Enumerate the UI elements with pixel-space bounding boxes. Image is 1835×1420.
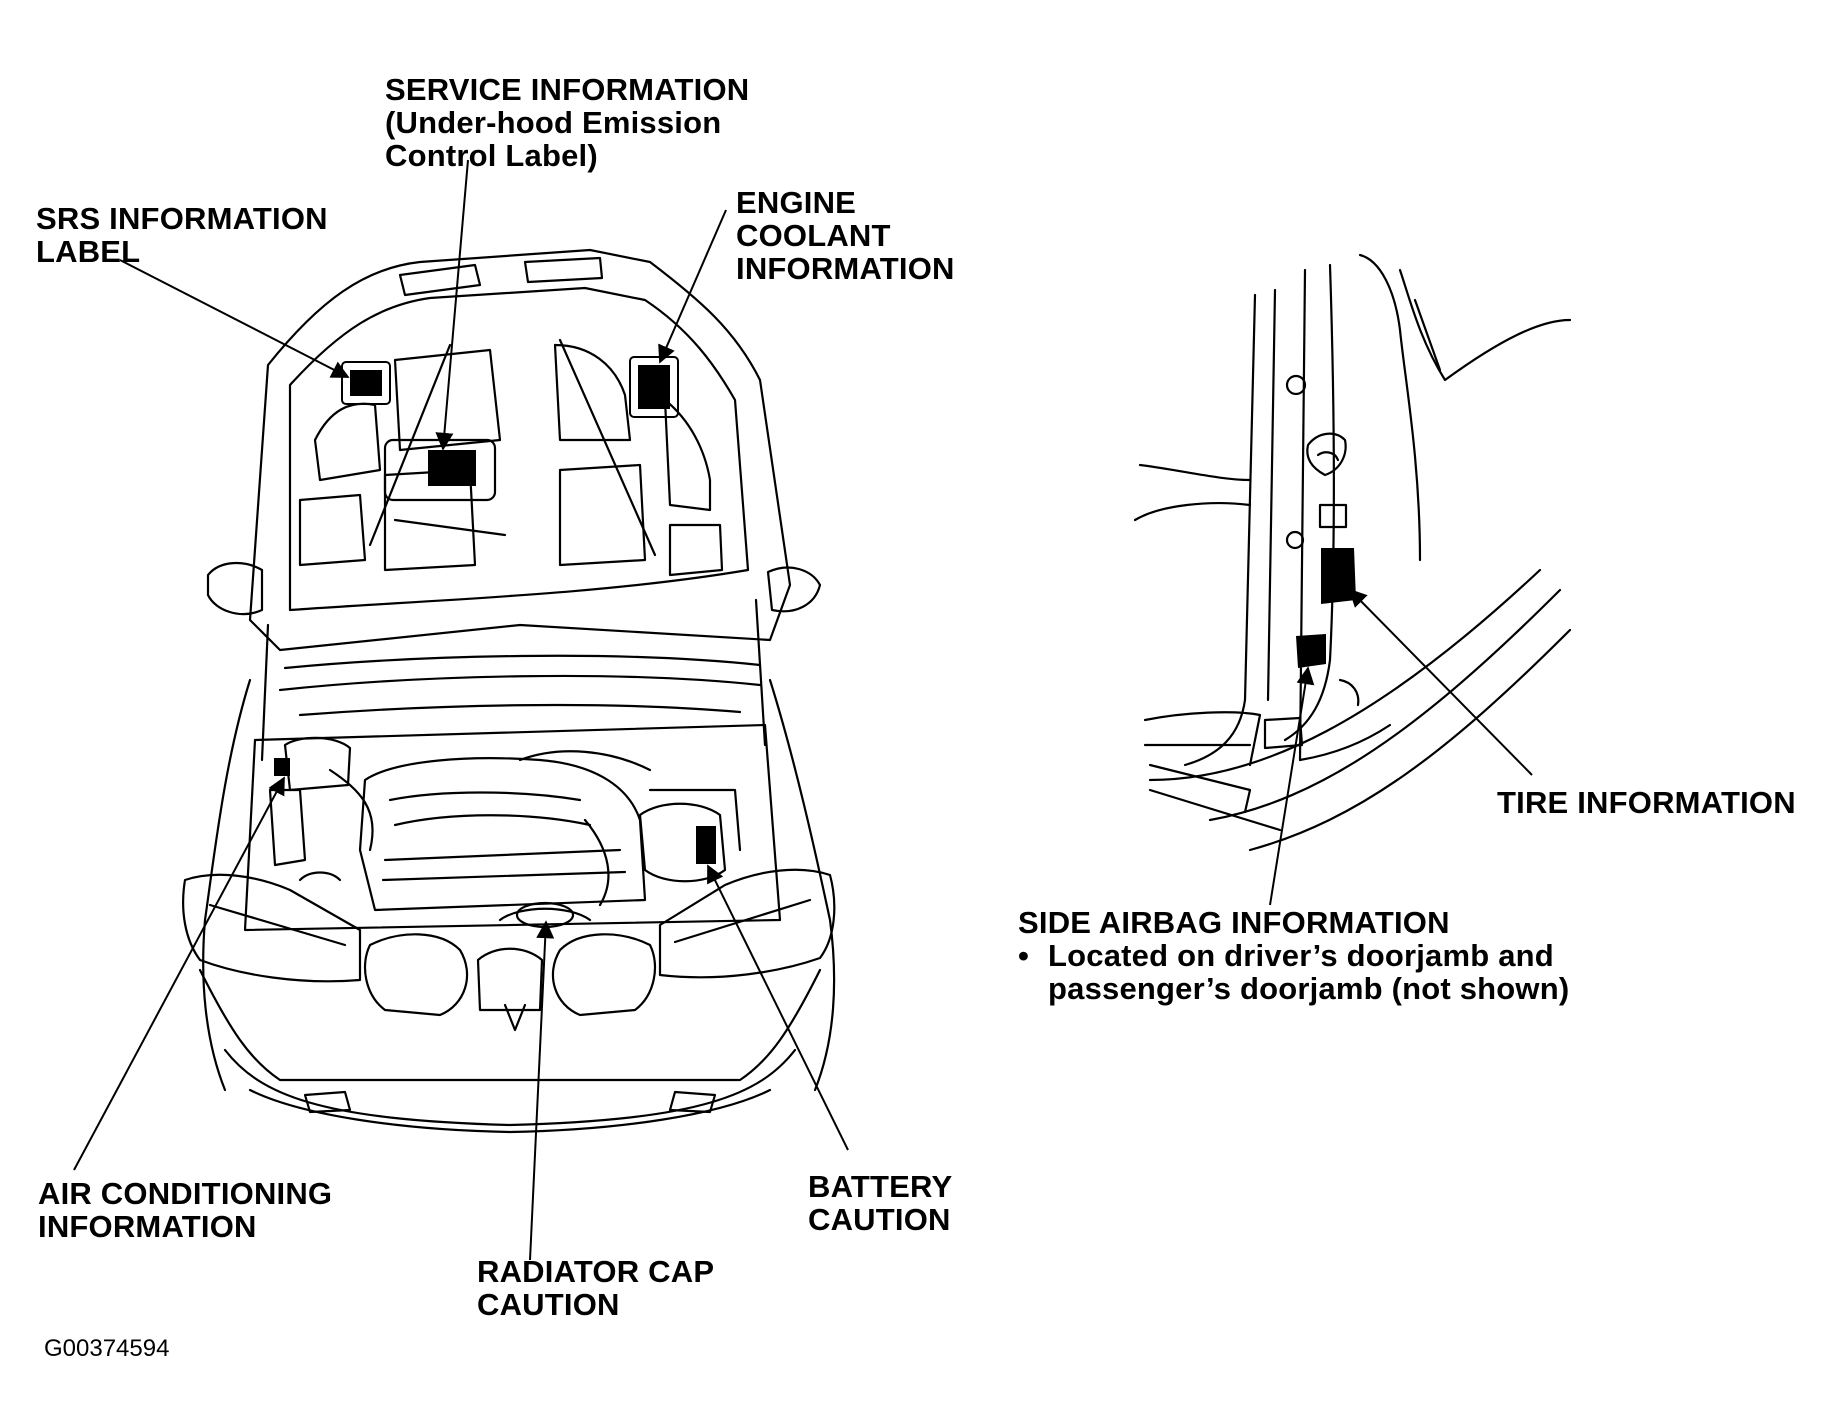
label-radiator-cap: RADIATOR CAP CAUTION bbox=[477, 1255, 714, 1321]
hood-inner-panel bbox=[288, 286, 750, 612]
label-side-airbag: SIDE AIRBAG INFORMATION • Located on driv… bbox=[1018, 906, 1569, 1005]
leader-radiator-cap bbox=[529, 920, 555, 1261]
label-line: Control Label) bbox=[385, 138, 598, 173]
leader-air-conditioning bbox=[73, 776, 285, 1171]
label-tire-information: TIRE INFORMATION bbox=[1497, 786, 1796, 819]
side-airbag-title: SIDE AIRBAG INFORMATION bbox=[1018, 905, 1450, 940]
label-line: INFORMATION bbox=[736, 251, 955, 286]
car-front-view bbox=[182, 248, 836, 1134]
hood-outline bbox=[248, 248, 792, 652]
label-line: ENGINE bbox=[736, 185, 857, 220]
label-engine-coolant: ENGINE COOLANT INFORMATION bbox=[736, 186, 955, 285]
label-patches-doorjamb bbox=[1296, 548, 1356, 668]
label-line: (Under-hood Emission bbox=[385, 105, 722, 140]
leader-srs bbox=[119, 259, 350, 378]
label-line: AIR CONDITIONING bbox=[38, 1176, 333, 1211]
leader-lines bbox=[73, 159, 1533, 1261]
label-line: SERVICE INFORMATION bbox=[385, 72, 750, 107]
label-line: Located on driver’s doorjamb and bbox=[1048, 938, 1554, 973]
srs-label-patch bbox=[350, 370, 382, 396]
battery-label-patch bbox=[696, 826, 716, 864]
label-line: CAUTION bbox=[808, 1202, 951, 1237]
engine-block bbox=[358, 757, 647, 912]
label-line: TIRE INFORMATION bbox=[1497, 785, 1796, 820]
label-battery: BATTERY CAUTION bbox=[808, 1170, 952, 1236]
label-line: passenger’s doorjamb (not shown) bbox=[1048, 971, 1570, 1006]
label-line: COOLANT bbox=[736, 218, 891, 253]
label-line: INFORMATION bbox=[38, 1209, 257, 1244]
leader-side-airbag bbox=[1269, 666, 1315, 906]
side-airbag-bullet-line: • Located on driver’s doorjamb and bbox=[1018, 939, 1569, 972]
leader-tire bbox=[1348, 588, 1533, 776]
service-label-patch bbox=[428, 450, 476, 486]
label-service-information: SERVICE INFORMATION (Under-hood Emission… bbox=[385, 73, 749, 172]
label-line: SRS INFORMATION bbox=[36, 201, 328, 236]
coolant-label-patch bbox=[638, 365, 670, 409]
label-line: CAUTION bbox=[477, 1287, 620, 1322]
label-line: LABEL bbox=[36, 234, 141, 269]
grille bbox=[363, 933, 469, 1017]
side-airbag-label-patch bbox=[1296, 634, 1326, 668]
label-line: RADIATOR CAP bbox=[477, 1254, 715, 1289]
label-air-conditioning: AIR CONDITIONING INFORMATION bbox=[38, 1177, 332, 1243]
leader-battery bbox=[707, 864, 849, 1151]
label-patches-car bbox=[274, 365, 716, 864]
leader-coolant bbox=[658, 209, 727, 364]
label-srs-information: SRS INFORMATION LABEL bbox=[36, 202, 328, 268]
tire-label-patch bbox=[1321, 548, 1356, 604]
ac-label-patch bbox=[274, 758, 290, 776]
bullet-dot: • bbox=[1018, 938, 1030, 973]
figure-id: G00374594 bbox=[44, 1335, 170, 1362]
label-line: BATTERY bbox=[808, 1169, 953, 1204]
leader-service bbox=[435, 159, 469, 451]
